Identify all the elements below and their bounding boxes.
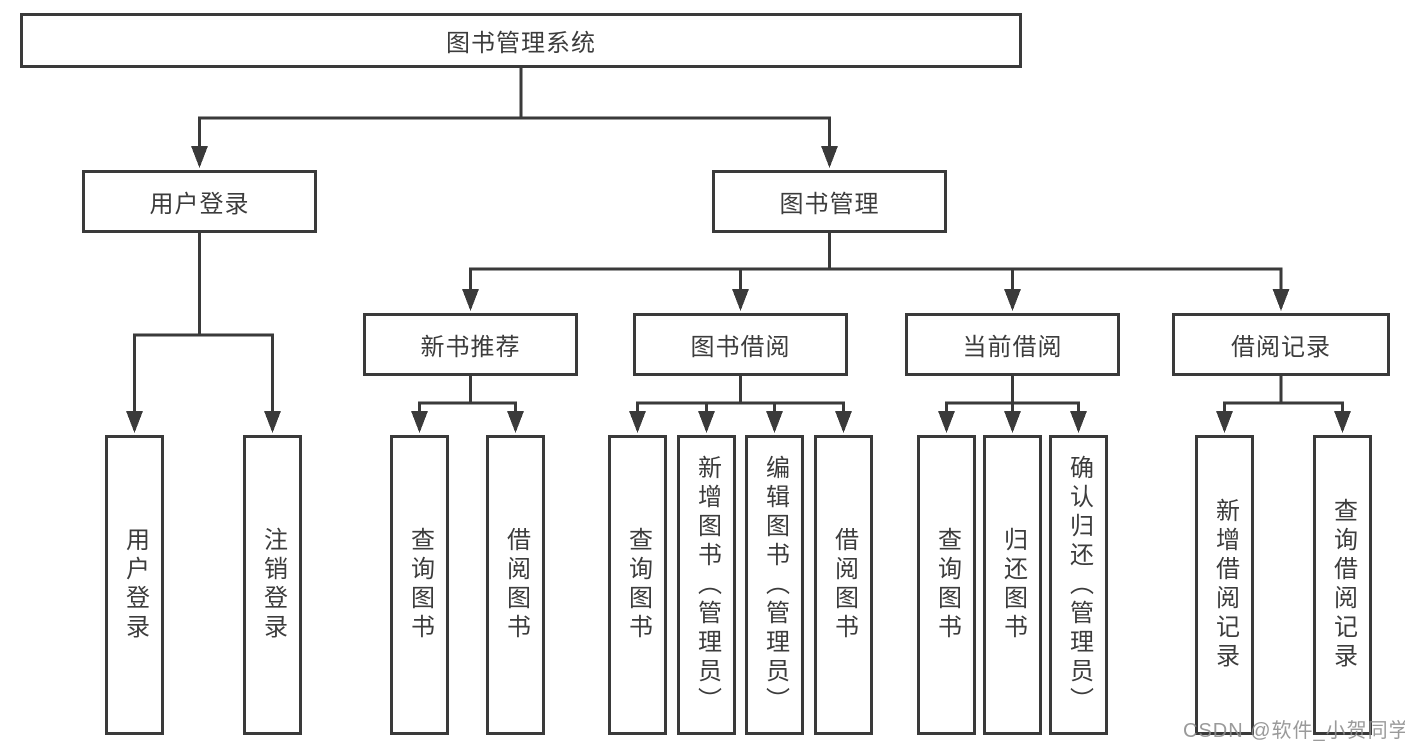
arrowhead <box>629 411 646 433</box>
arrowhead <box>821 146 838 168</box>
connector-current-borrowing-children <box>938 376 1087 433</box>
arrowhead <box>835 411 852 433</box>
leaf-edit-books-admin: 编辑图书（管理员） <box>745 435 804 735</box>
leaf-borrow-books: 借阅图书 <box>814 435 873 735</box>
arrowhead <box>507 411 524 433</box>
connector-book-management-sections <box>462 233 1290 311</box>
connector-borrow-records-children <box>1216 376 1351 433</box>
connector-new-book-children <box>411 376 524 433</box>
leaf-query-books-recommend: 查询图书 <box>390 435 449 735</box>
arrowhead <box>126 411 143 433</box>
node-book-management: 图书管理 <box>712 170 947 233</box>
arrowhead <box>462 289 479 311</box>
arrowhead <box>1004 411 1021 433</box>
node-new-book-recommend: 新书推荐 <box>363 313 578 376</box>
leaf-add-books-admin: 新增图书（管理员） <box>677 435 736 735</box>
leaf-borrow-books-recommend: 借阅图书 <box>486 435 545 735</box>
connector-user-login-children <box>126 233 281 433</box>
connector-book-borrowing-children <box>629 376 852 433</box>
arrowhead <box>732 289 749 311</box>
arrowhead <box>1004 289 1021 311</box>
leaf-query-borrow-record: 查询借阅记录 <box>1313 435 1372 735</box>
leaf-query-books-borrowing: 查询图书 <box>608 435 667 735</box>
leaf-query-books-current: 查询图书 <box>917 435 976 735</box>
node-current-borrowing: 当前借阅 <box>905 313 1120 376</box>
arrowhead <box>938 411 955 433</box>
arrowhead <box>1272 289 1290 311</box>
node-book-borrowing: 图书借阅 <box>633 313 848 376</box>
csdn-watermark: CSDN @软件_小贺同学 <box>1183 720 1405 742</box>
connector-root-to-level2 <box>191 68 838 168</box>
arrowhead <box>264 411 281 433</box>
node-user-login: 用户登录 <box>82 170 317 233</box>
arrowhead <box>698 411 715 433</box>
leaf-add-borrow-record: 新增借阅记录 <box>1195 435 1254 735</box>
leaf-logout: 注销登录 <box>243 435 302 735</box>
arrowhead <box>766 411 783 433</box>
arrowhead <box>1334 411 1351 433</box>
arrowhead <box>191 146 208 168</box>
leaf-confirm-return-admin: 确认归还（管理员） <box>1049 435 1108 735</box>
arrowhead <box>1216 411 1233 433</box>
arrowhead <box>1070 411 1087 433</box>
node-library-system: 图书管理系统 <box>20 13 1022 68</box>
leaf-user-login: 用户登录 <box>105 435 164 735</box>
leaf-return-books: 归还图书 <box>983 435 1042 735</box>
node-borrow-records: 借阅记录 <box>1172 313 1390 376</box>
arrowhead <box>411 411 428 433</box>
